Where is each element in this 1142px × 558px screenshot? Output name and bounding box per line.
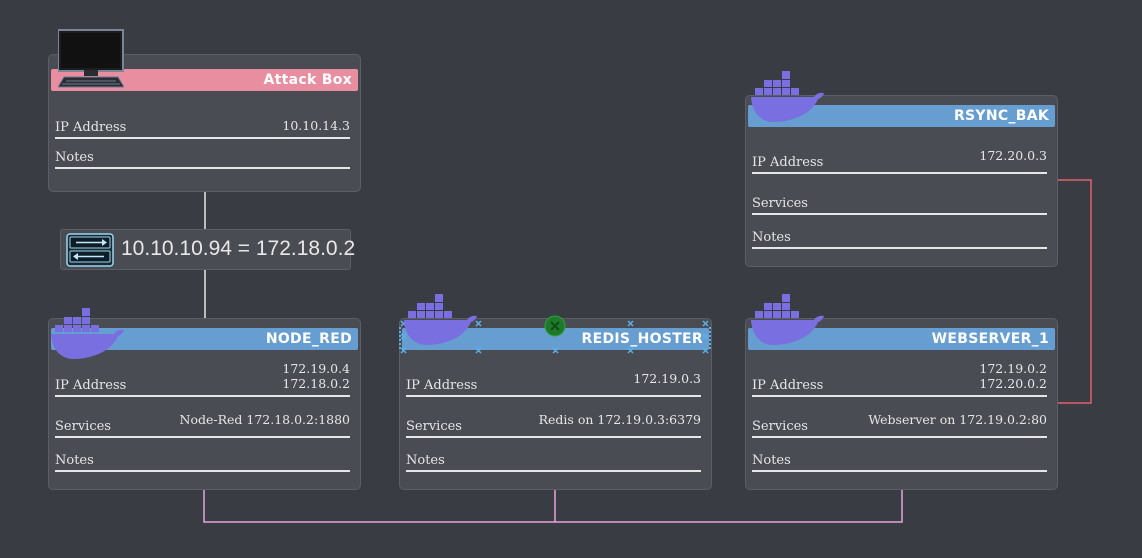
node-red-title: NODE_RED bbox=[51, 328, 358, 350]
rsync-services-row: Services bbox=[752, 196, 1047, 215]
notes-label: Notes bbox=[752, 230, 791, 245]
nat-mapping-box[interactable]: 10.10.10.94 = 172.18.0.2 bbox=[60, 229, 355, 271]
services-label: Services bbox=[752, 419, 808, 434]
webserver-ip-row: IP Address 172.19.0.2 172.20.0.2 bbox=[752, 361, 1047, 397]
attack-box-notes-row: Notes bbox=[55, 150, 350, 169]
rotate-handle-icon[interactable] bbox=[544, 315, 566, 341]
notes-label: Notes bbox=[55, 150, 94, 165]
redis-hoster-title: REDIS_HOSTER bbox=[402, 328, 709, 350]
notes-label: Notes bbox=[55, 453, 94, 468]
notes-label: Notes bbox=[406, 453, 445, 468]
redis-notes-row: Notes bbox=[406, 453, 701, 472]
docker-icon bbox=[403, 291, 479, 351]
redis-hoster-node[interactable]: REDIS_HOSTER IP Address 172.19.0.3 Servi… bbox=[399, 318, 712, 490]
link-webserver-rsync bbox=[1057, 179, 1092, 404]
ip-label: IP Address bbox=[752, 378, 824, 393]
webserver-notes-row: Notes bbox=[752, 453, 1047, 472]
router-icon bbox=[66, 233, 114, 271]
rsync-ip-row: IP Address 172.20.0.3 bbox=[752, 148, 1047, 174]
services-value: Node-Red 172.18.0.2:1880 bbox=[179, 412, 350, 427]
webserver-1-title: WEBSERVER_1 bbox=[748, 328, 1055, 350]
node-red-services-row: Services Node-Red 172.18.0.2:1880 bbox=[55, 412, 350, 438]
services-label: Services bbox=[55, 419, 111, 434]
notes-label: Notes bbox=[752, 453, 791, 468]
ip-value-2: 172.18.0.2 bbox=[282, 376, 350, 391]
ip-label: IP Address bbox=[55, 120, 127, 135]
ip-value: 172.19.0.3 bbox=[633, 371, 701, 386]
computer-icon bbox=[57, 29, 125, 93]
node-red-ip-row: IP Address 172.19.0.4 172.18.0.2 bbox=[55, 361, 350, 397]
link-internal-network bbox=[203, 489, 903, 523]
attack-box-title: Attack Box bbox=[51, 69, 358, 91]
ip-value: 172.20.0.3 bbox=[979, 148, 1047, 163]
docker-icon bbox=[50, 305, 126, 365]
attack-box-ip-row: IP Address 10.10.14.3 bbox=[55, 118, 350, 139]
ip-label: IP Address bbox=[406, 378, 478, 393]
nat-text: 10.10.10.94 = 172.18.0.2 bbox=[121, 237, 356, 260]
docker-icon bbox=[750, 68, 826, 128]
webserver-services-row: Services Webserver on 172.19.0.2:80 bbox=[752, 412, 1047, 438]
ip-value-1: 172.19.0.2 bbox=[979, 361, 1047, 376]
services-label: Services bbox=[406, 419, 462, 434]
ip-values: 172.19.0.4 172.18.0.2 bbox=[282, 361, 350, 391]
ip-value-2: 172.20.0.2 bbox=[979, 376, 1047, 391]
services-label: Services bbox=[752, 196, 808, 211]
node-red-notes-row: Notes bbox=[55, 453, 350, 472]
docker-icon bbox=[750, 291, 826, 351]
ip-value: 10.10.14.3 bbox=[282, 118, 350, 133]
rsync-notes-row: Notes bbox=[752, 230, 1047, 249]
services-value: Redis on 172.19.0.3:6379 bbox=[538, 412, 701, 427]
services-value: Webserver on 172.19.0.2:80 bbox=[868, 412, 1047, 427]
rsync-bak-title: RSYNC_BAK bbox=[748, 105, 1055, 127]
rsync-bak-node[interactable]: RSYNC_BAK IP Address 172.20.0.3 Services… bbox=[745, 95, 1058, 267]
redis-ip-row: IP Address 172.19.0.3 bbox=[406, 371, 701, 397]
ip-values: 172.19.0.2 172.20.0.2 bbox=[979, 361, 1047, 391]
ip-value-1: 172.19.0.4 bbox=[282, 361, 350, 376]
webserver-1-node[interactable]: WEBSERVER_1 IP Address 172.19.0.2 172.20… bbox=[745, 318, 1058, 490]
ip-label: IP Address bbox=[55, 378, 127, 393]
ip-label: IP Address bbox=[752, 155, 824, 170]
redis-services-row: Services Redis on 172.19.0.3:6379 bbox=[406, 412, 701, 438]
